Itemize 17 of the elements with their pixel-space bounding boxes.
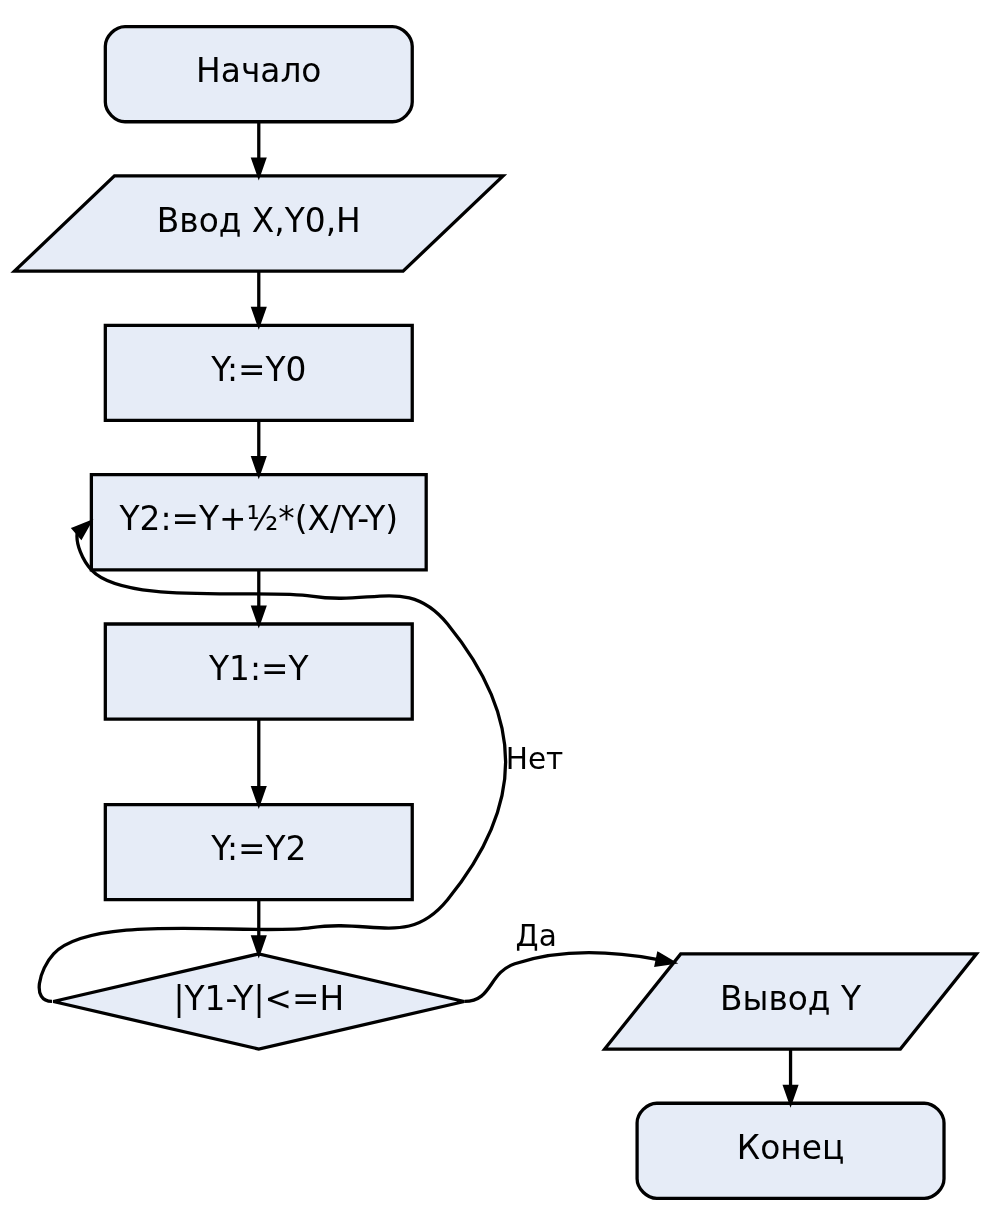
node-box: Y1:=Y <box>103 621 414 721</box>
edge-label: Нет <box>505 741 564 776</box>
edge-label: Да <box>515 918 557 953</box>
node-box: Конец <box>635 1101 946 1200</box>
arrow <box>464 950 679 1003</box>
arrow <box>782 1048 799 1108</box>
arrow <box>250 420 267 479</box>
node-box: Начало <box>103 24 414 123</box>
arrow <box>250 569 267 628</box>
arrow <box>250 270 267 330</box>
node-box: Y2:=Y+½*(X/Y-Y) <box>89 472 428 571</box>
arrow <box>250 899 267 958</box>
arrow <box>250 121 267 180</box>
node-box: Y:=Y0 <box>103 323 414 422</box>
arrow <box>250 718 267 809</box>
node-box: Y:=Y2 <box>103 802 414 901</box>
node-diamond: |Y1-Y|<=H <box>51 951 466 1051</box>
